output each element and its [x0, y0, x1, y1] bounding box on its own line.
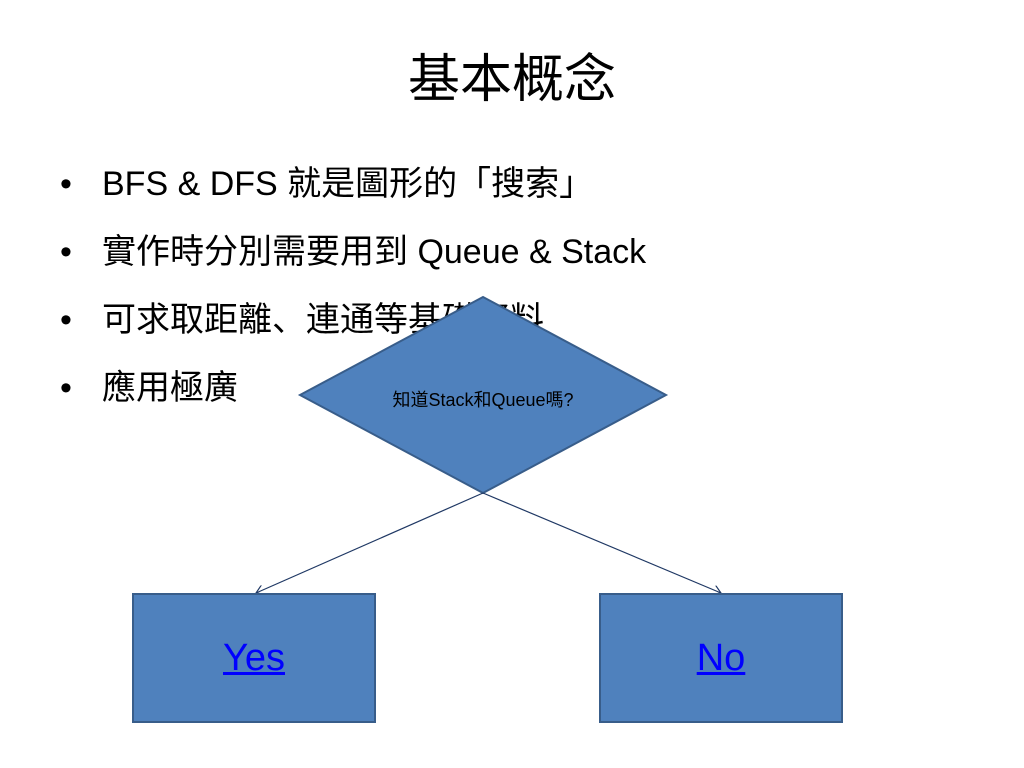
bullet-dot: • — [60, 233, 72, 271]
no-link[interactable]: No — [696, 636, 746, 679]
bullet-text: BFS & DFS 就是圖形的「搜索」 — [102, 165, 594, 203]
yes-link[interactable]: Yes — [223, 636, 285, 679]
bullet-dot: • — [60, 301, 72, 339]
connector-no — [482, 492, 721, 593]
bullet-text: 應用極廣 — [102, 369, 238, 407]
bullet-item: • BFS & DFS 就是圖形的「搜索」 — [60, 150, 646, 218]
bullet-item: • 實作時分別需要用到 Queue & Stack — [60, 218, 646, 286]
bullet-dot: • — [60, 165, 72, 203]
bullet-dot: • — [60, 369, 72, 407]
connector-yes — [256, 492, 484, 593]
slide-title: 基本概念 — [407, 50, 616, 110]
bullet-item: • 應用極廣 — [60, 354, 646, 422]
yes-box: Yes — [132, 593, 376, 723]
bullet-text: 實作時分別需要用到 Queue & Stack — [102, 233, 647, 271]
no-box: No — [599, 593, 843, 723]
decision-text: 知道Stack和Queue嗎? — [392, 390, 574, 410]
